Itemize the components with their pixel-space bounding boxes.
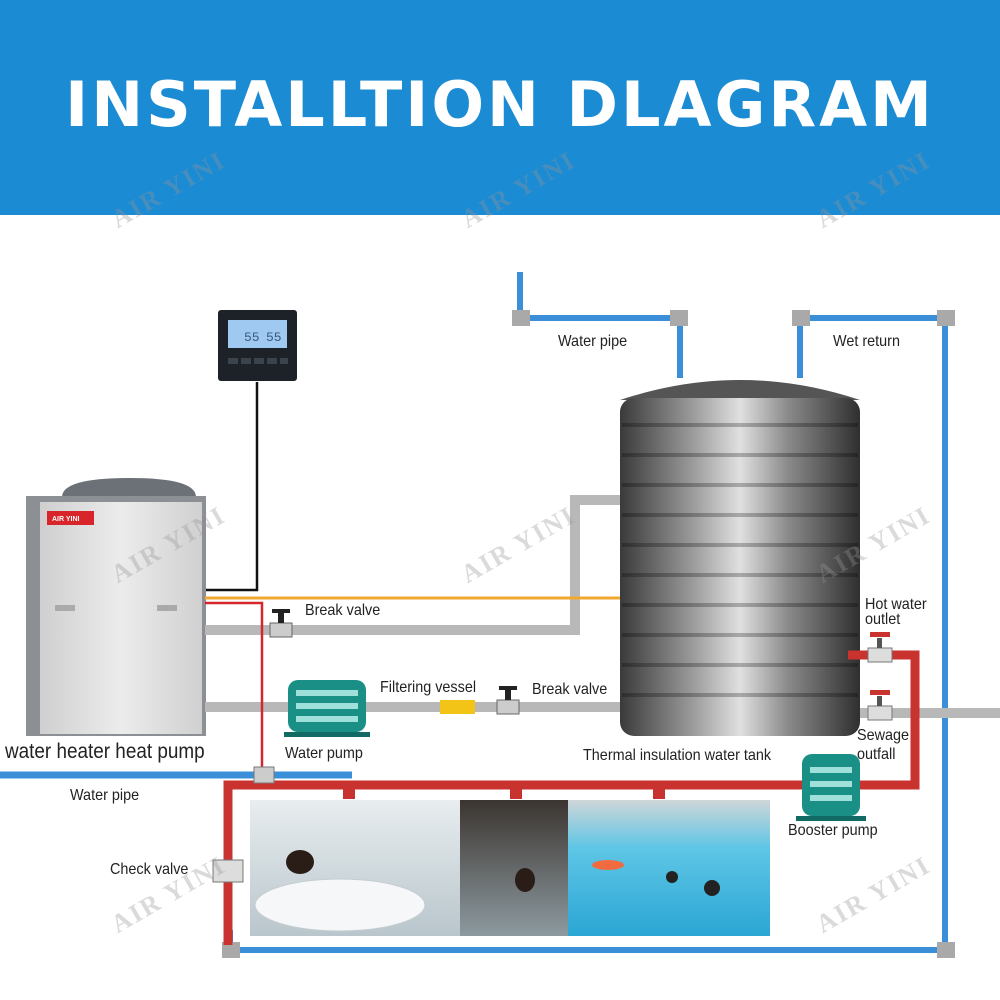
label-hot-water-outlet-2: outlet [865, 611, 901, 628]
label-heat-pump: water heater heat pump [5, 740, 205, 763]
heat-pump-brand-badge [47, 511, 94, 525]
tank-bands [622, 423, 858, 697]
controller-value-left: 55 [244, 330, 260, 345]
filtering-vessel [440, 700, 475, 714]
power-wire [205, 601, 264, 775]
junction-fitting [253, 766, 275, 784]
water-pump [284, 680, 370, 737]
label-water-pipe-top: Water pipe [558, 333, 628, 350]
wire-controller [205, 382, 259, 592]
label-sewage-1: Sewage [857, 727, 910, 744]
handle-left [55, 605, 75, 611]
controller-buttons [228, 358, 288, 364]
label-booster-pump: Booster pump [788, 822, 878, 839]
label-sewage-2: outfall [857, 746, 896, 763]
shower-photo [460, 800, 568, 936]
heat-pump-fan-cover [62, 478, 196, 497]
label-water-pump: Water pump [285, 745, 363, 762]
sewage-valve [867, 690, 893, 721]
controller-value-right: 55 [266, 330, 282, 345]
pipe-elbows [222, 310, 955, 958]
red-taps [343, 789, 665, 799]
label-hot-water-outlet-1: Hot water [865, 596, 927, 613]
bathtub-photo [250, 800, 460, 936]
break-valve-1 [269, 609, 293, 638]
tank-lid [620, 380, 860, 400]
page-title: INSTALLTION DLAGRAM [65, 68, 935, 141]
label-break-valve-1: Break valve [305, 602, 381, 619]
check-valve [212, 859, 244, 883]
thermal-insulation-water-tank [620, 398, 860, 736]
break-valve-2 [496, 686, 520, 715]
water-pipe-top [517, 272, 683, 378]
heat-pump-brand: AIR YINI [52, 516, 80, 523]
label-wet-return: Wet return [833, 333, 900, 350]
label-break-valve-2: Break valve [532, 681, 608, 698]
label-filtering-vessel: Filtering vessel [380, 679, 477, 696]
label-tank: Thermal insulation water tank [583, 747, 772, 764]
controller-screen [228, 320, 287, 348]
label-check-valve: Check valve [110, 861, 189, 878]
heat-pump-body [40, 502, 202, 734]
handle-right [157, 605, 177, 611]
pool-photo [568, 800, 770, 936]
booster-pump [796, 754, 866, 821]
header-banner: INSTALLTION DLAGRAM [0, 0, 1000, 215]
hot-water-pipes [223, 650, 920, 945]
hot-water-outlet-valve [867, 632, 893, 663]
label-water-pipe-bottom: Water pipe [70, 787, 140, 804]
